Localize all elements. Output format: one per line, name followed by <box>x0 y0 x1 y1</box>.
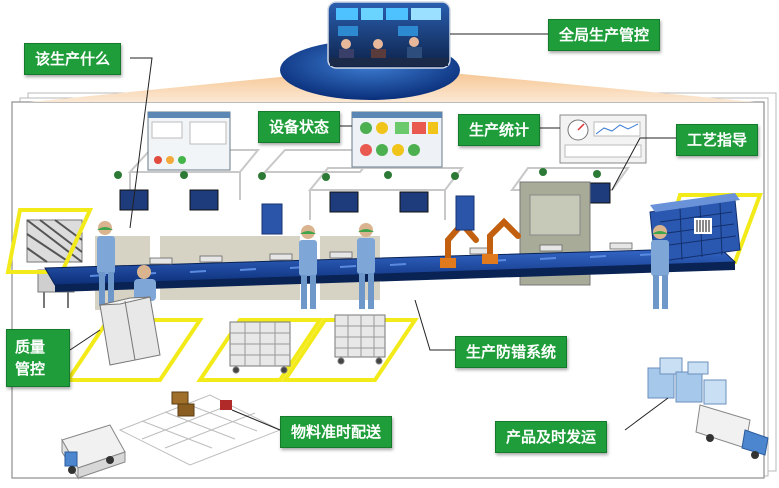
system-screen-what-to-produce <box>147 111 231 171</box>
delivery-truck-right <box>695 404 769 459</box>
delivery-truck-left <box>61 424 126 480</box>
label-quality-control: 质量 管控 <box>6 329 70 387</box>
finished-goods-rack <box>649 193 741 263</box>
control-room-photo <box>327 1 451 69</box>
label-what-to-produce: 该生产什么 <box>24 43 122 75</box>
robot-bases <box>440 254 498 268</box>
system-screen-equipment-status <box>351 111 443 168</box>
worker-left <box>97 221 115 306</box>
station-monitors <box>119 182 611 213</box>
worker-center <box>357 223 375 309</box>
worker-middle <box>299 225 317 309</box>
label-quality-control-line2: 管控 <box>15 360 46 378</box>
warehouse-buildings <box>647 357 727 405</box>
wire-cart-2 <box>334 314 386 365</box>
label-error-proofing: 生产防错系统 <box>455 336 568 368</box>
worker-seated <box>134 265 156 301</box>
blue-cabinets <box>261 195 475 235</box>
label-equipment-status: 设备状态 <box>258 111 341 143</box>
system-screen-production-stats <box>559 114 647 164</box>
robot-arms <box>445 217 521 265</box>
label-product-shipping: 产品及时发运 <box>495 421 608 453</box>
andon-lights <box>114 168 601 181</box>
material-carts <box>99 296 386 374</box>
label-material-delivery: 物料准时配送 <box>280 416 393 448</box>
workers <box>97 221 669 309</box>
label-process-guidance: 工艺指导 <box>676 124 759 156</box>
callout-lines <box>69 33 676 431</box>
label-production-stats: 生产统计 <box>458 114 541 146</box>
delivery-boxes <box>171 391 232 417</box>
worker-right <box>651 225 669 309</box>
wire-cart-1 <box>229 321 291 374</box>
white-cabinet-cart <box>99 296 161 366</box>
label-global-control: 全局生产管控 <box>548 19 661 51</box>
label-quality-control-line1: 质量 <box>15 338 46 356</box>
